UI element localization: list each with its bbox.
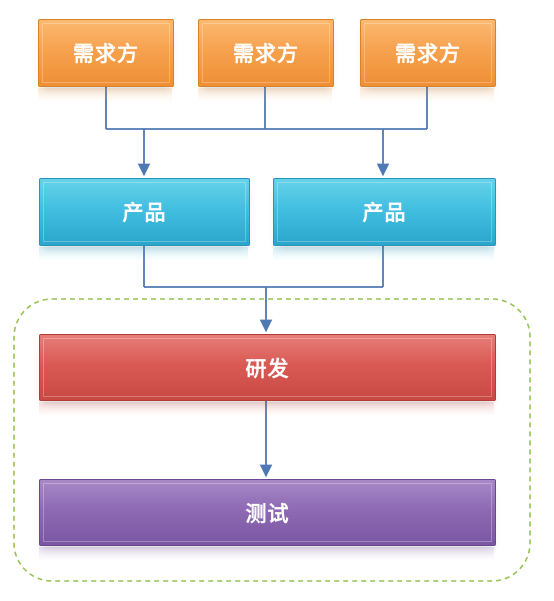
dev-box: 研发	[39, 334, 496, 401]
dev-test-group-border	[13, 298, 531, 582]
product-box-1-label: 产品	[122, 201, 167, 225]
test-box: 测试	[39, 479, 496, 546]
demand-box-3-label: 需求方	[395, 42, 461, 66]
test-box-label: 测试	[245, 501, 290, 526]
demand-box-2: 需求方	[198, 19, 334, 87]
demand-box-2-label: 需求方	[233, 42, 299, 66]
demand-box-3: 需求方	[360, 19, 496, 87]
dev-box-label: 研发	[245, 356, 290, 381]
product-box-1: 产品	[39, 178, 250, 246]
demand-box-1: 需求方	[38, 19, 174, 87]
demand-box-1-label: 需求方	[73, 42, 139, 66]
product-box-2: 产品	[273, 178, 496, 246]
product-box-2-label: 产品	[362, 201, 407, 225]
